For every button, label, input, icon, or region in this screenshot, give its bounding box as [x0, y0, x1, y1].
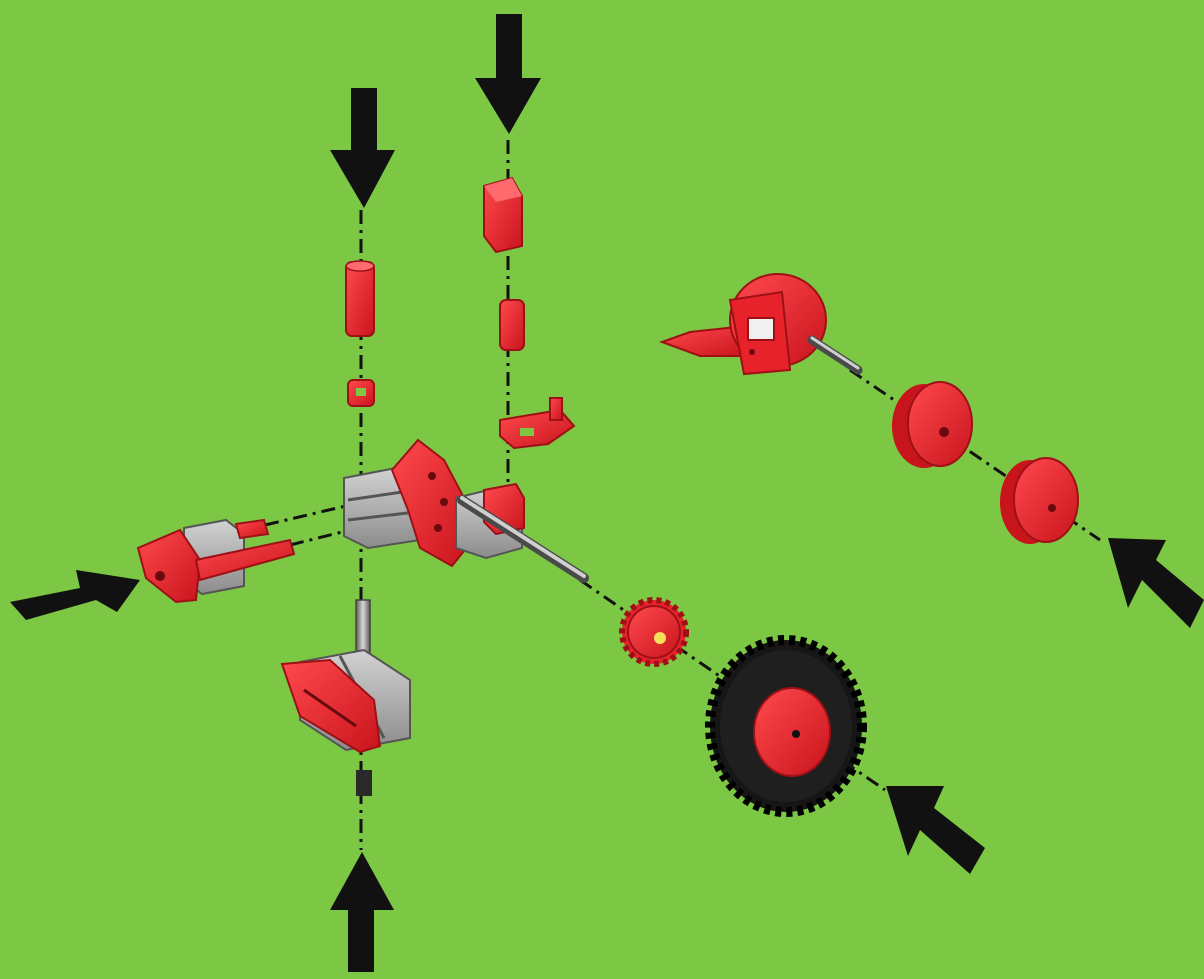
red-gear: [619, 597, 689, 667]
red-hub-wheel-1: [892, 381, 973, 468]
metal-axle-main: [457, 495, 589, 583]
axis-line-horizontal-left-lower: [289, 528, 351, 547]
arrow-top-left-icon: [330, 88, 395, 208]
red-short-tube: [499, 299, 525, 351]
red-square-block: [483, 176, 523, 254]
black-tire-wheel: [705, 635, 867, 817]
red-small-clip: [347, 379, 375, 407]
red-hub-wheel-2: [1000, 457, 1079, 544]
arrow-left-icon: [10, 570, 140, 620]
red-bracket: [499, 397, 576, 450]
grey-bottom-block-assembly: [280, 599, 411, 796]
metal-motor-shaft: [807, 335, 863, 375]
arrows: [10, 14, 1204, 972]
arrow-bottom-icon: [330, 852, 394, 972]
axis-line-horizontal-left-upper: [264, 503, 351, 527]
red-tube-spacer: [345, 260, 375, 337]
arrow-right-upper-icon: [1108, 538, 1204, 628]
arrow-top-center-icon: [475, 14, 541, 134]
axis-line-diagonal-motor: [849, 368, 1101, 542]
red-left-block-assembly: [136, 518, 296, 604]
red-motor-housing: [659, 273, 827, 376]
arrow-right-lower-icon: [886, 786, 985, 874]
